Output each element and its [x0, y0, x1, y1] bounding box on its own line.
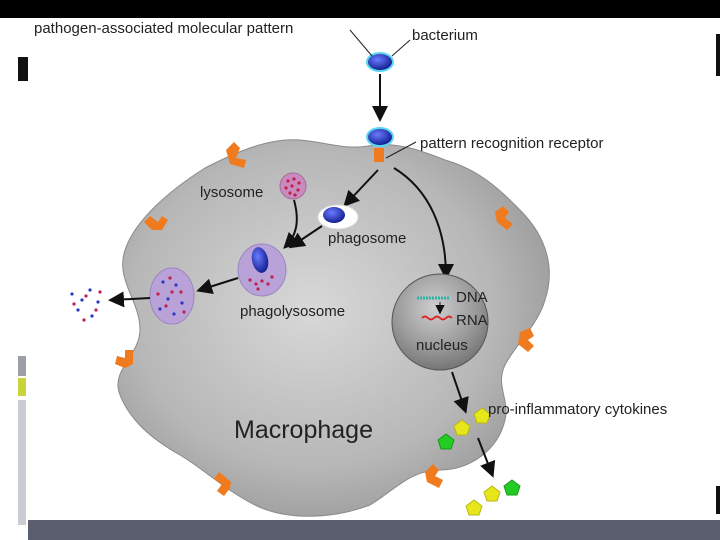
- digested-vesicle-icon: [149, 267, 195, 325]
- label-prr: pattern recognition receptor: [420, 135, 603, 152]
- right-frame-tick: [716, 34, 720, 76]
- receptor-icon: [214, 472, 231, 496]
- label-phagosome: phagosome: [328, 230, 406, 247]
- label-cytokines: pro-inflammatory cytokines: [488, 401, 667, 418]
- arrow-phagolysosome-to-vesicle: [196, 277, 239, 295]
- cytokine-icon: [503, 479, 521, 496]
- bacterium-leader: [391, 39, 411, 57]
- bacterium-icon: [368, 54, 392, 70]
- phagosome-bacterium-icon: [323, 207, 345, 223]
- cytokine-icon: [465, 499, 483, 516]
- rna-strand: [421, 315, 453, 321]
- left-frame-block: [18, 57, 28, 81]
- arrow-receptor-to-phagosome: [343, 169, 379, 207]
- expelled-fragments: [70, 288, 102, 322]
- phagolysosome-bacterium-icon: [251, 247, 269, 273]
- bound-bacterium-icon: [368, 129, 392, 145]
- receptor-icon: [518, 328, 534, 352]
- label-rna: RNA: [456, 312, 488, 329]
- bottom-frame-bar: [28, 520, 720, 540]
- cytokines-group: [437, 407, 521, 516]
- arrow-cytokines-to-outside: [477, 437, 496, 478]
- label-pamp: pathogen-associated molecular pattern: [34, 20, 293, 37]
- arrow-nucleus-to-cytokines: [451, 371, 469, 414]
- arrow-receptor-to-nucleus: [393, 167, 454, 280]
- cytokine-icon: [453, 419, 471, 436]
- prr-leader: [385, 141, 417, 159]
- pamp-leader: [349, 29, 373, 57]
- side-accent-yellow: [18, 378, 26, 396]
- arrow-vesicle-to-outside: [108, 291, 151, 308]
- cytokine-icon: [473, 407, 491, 424]
- cytokine-icon: [483, 485, 501, 502]
- receptor-icon: [144, 216, 168, 230]
- arrow-phagosome-to-phagolysosome: [288, 225, 323, 249]
- label-phagolysosome: phagolysosome: [240, 303, 345, 320]
- receptor-icon: [374, 148, 384, 162]
- top-frame-bar: [0, 0, 720, 18]
- digested-fragments: [156, 276, 186, 316]
- receptor-icon: [115, 350, 133, 368]
- right-frame-tick-lower: [716, 486, 720, 514]
- cytokine-icon: [437, 433, 455, 450]
- label-lysosome: lysosome: [200, 184, 263, 201]
- receptor-icon: [495, 206, 513, 230]
- label-nucleus: nucleus: [416, 337, 468, 354]
- phagolysosome-enzymes: [248, 275, 274, 291]
- lysosome-enzymes: [284, 177, 301, 197]
- nucleus-icon: [391, 273, 489, 371]
- receptor-group: [115, 142, 534, 496]
- side-accent-gray: [18, 356, 26, 376]
- label-bacterium: bacterium: [412, 27, 478, 44]
- arrow-lysosome-to-phagolysosome: [283, 199, 301, 249]
- side-accent-light: [18, 400, 26, 525]
- label-dna: DNA: [456, 289, 488, 306]
- receptor-icon: [425, 464, 443, 488]
- label-macrophage: Macrophage: [234, 416, 373, 444]
- receptor-icon: [226, 142, 246, 168]
